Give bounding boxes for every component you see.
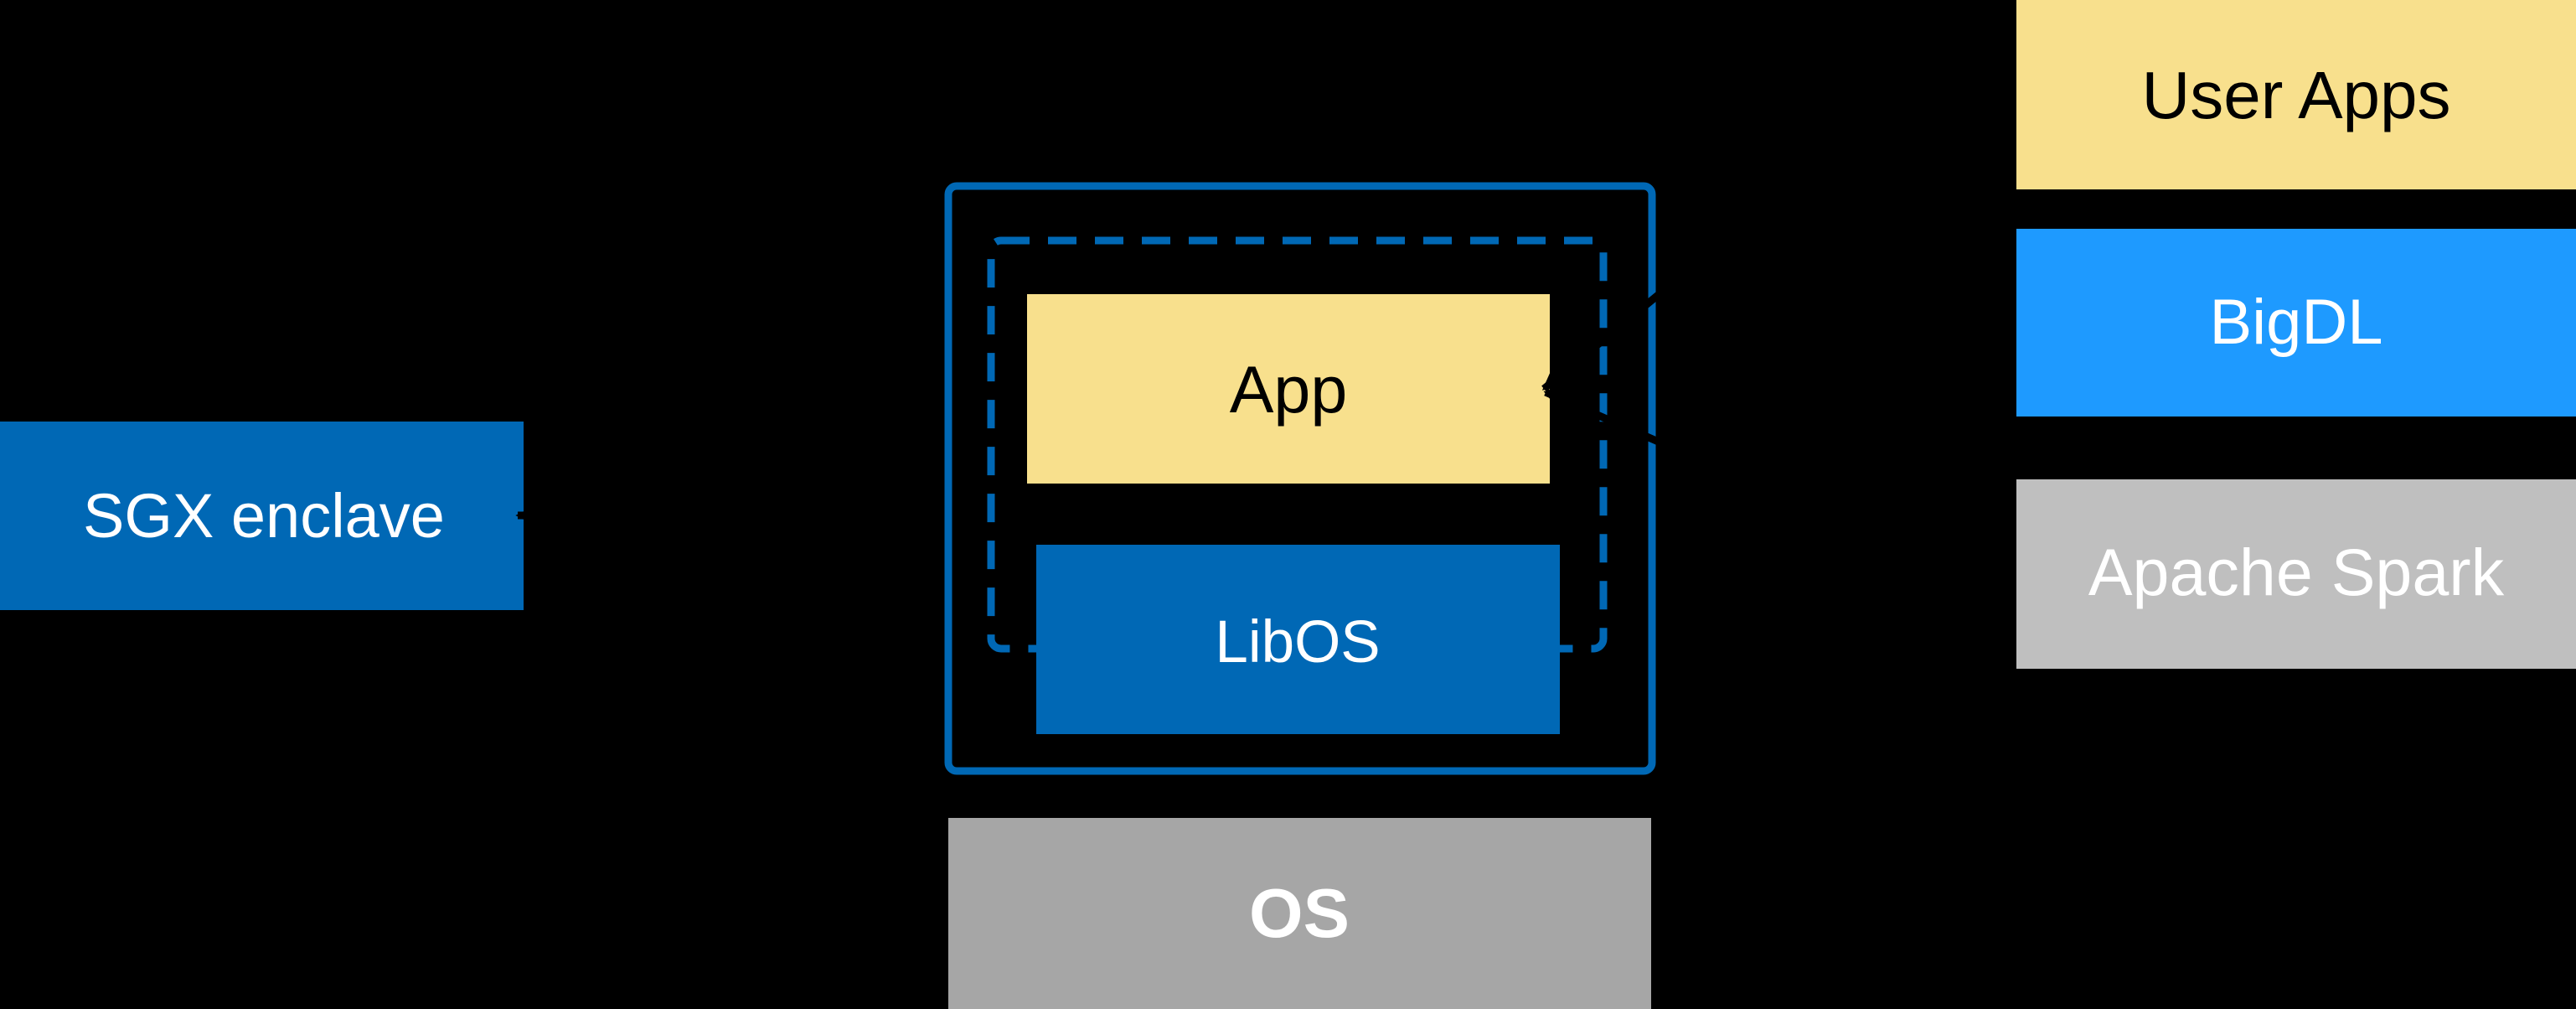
enclave-dashed-border [987, 236, 1608, 653]
app-label: App [1230, 352, 1348, 427]
enclave-outer-border [944, 182, 1656, 775]
libos-box [1036, 545, 1560, 734]
libos-label: LibOS [1215, 609, 1380, 675]
os-box [948, 818, 1651, 1009]
stack-box-apache-spark [2016, 479, 2576, 669]
stack-label-user-apps: User Apps [2141, 58, 2450, 132]
arrow-user-apps-to-app [1541, 8, 2006, 392]
sgx-enclave-box [0, 422, 524, 610]
stack-box-bigdl [2016, 229, 2576, 417]
stack-label-bigdl: BigDL [2210, 287, 2383, 358]
os-label: OS [1249, 874, 1350, 952]
stack-label-apache-spark: Apache Spark [2088, 535, 2505, 609]
arrow-spark-to-app [1543, 388, 2006, 598]
app-box [1027, 294, 1550, 484]
stack-box-user-apps [2016, 0, 2576, 189]
sgx-enclave-label: SGX enclave [83, 481, 445, 551]
